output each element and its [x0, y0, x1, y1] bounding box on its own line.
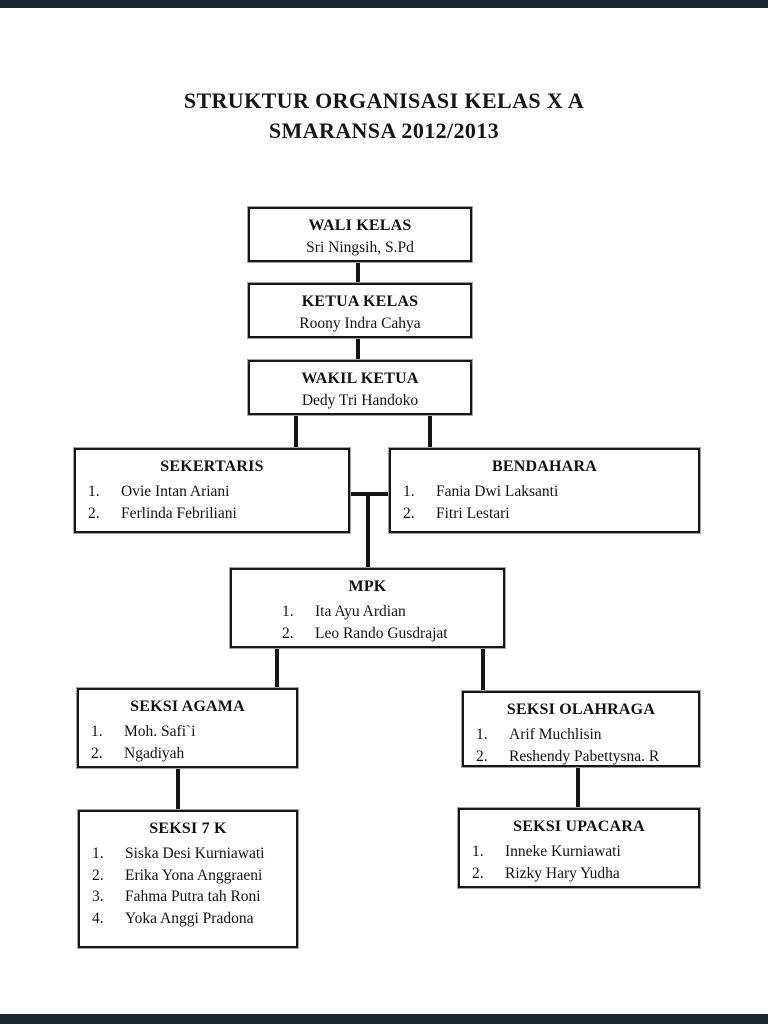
org-box-ketua-kelas: KETUA KELAS Roony Indra Cahya — [248, 283, 472, 338]
box-title: SEKSI 7 K — [149, 820, 227, 837]
member-item: 1. Ovie Intan Ariani — [88, 481, 348, 503]
member-number: 2. — [91, 744, 103, 762]
org-box-wali-kelas: WALI KELAS Sri Ningsih, S.Pd — [248, 207, 472, 262]
box-person: Dedy Tri Handoko — [301, 392, 419, 409]
member-name: Siska Desi Kurniawati — [125, 845, 265, 862]
member-name: Rizky Hary Yudha — [505, 864, 620, 882]
member-name: Arif Muchlisin — [509, 726, 602, 743]
box-title: SEKSI UPACARA — [513, 818, 645, 835]
connector-line — [428, 413, 432, 449]
box-title: SEKSI OLAHRAGA — [506, 701, 656, 718]
member-number: 2. — [92, 866, 104, 884]
member-item: 2. Ngadiyah — [91, 743, 296, 765]
org-box-seksi-olahraga: SEKSI OLAHRAGA 1. Arif Muchlisin 2. Resh… — [462, 691, 700, 767]
title-line-2: SMARANSA 2012/2013 — [268, 118, 500, 143]
member-number: 2. — [476, 747, 488, 765]
member-name: Ita Ayu Ardian — [315, 603, 406, 620]
connector-line — [356, 336, 360, 362]
member-item: 2. Erika Yona Anggraeni — [92, 865, 296, 887]
member-name: Ferlinda Febriliani — [121, 504, 237, 522]
member-number: 1. — [476, 726, 488, 743]
box-title: MPK — [348, 578, 387, 595]
connector-line — [356, 260, 360, 285]
member-item: 3. Fahma Putra tah Roni — [92, 886, 296, 908]
title-line-1: STRUKTUR ORGANISASI KELAS X A — [183, 88, 585, 113]
connector-line — [294, 413, 298, 449]
org-box-wakil-ketua: WAKIL KETUA Dedy Tri Handoko — [248, 360, 472, 415]
member-number: 2. — [403, 504, 415, 522]
box-title: WAKIL KETUA — [301, 370, 419, 387]
member-item: 4. Yoka Anggi Pradona — [92, 908, 296, 930]
member-number: 3. — [92, 888, 104, 905]
org-box-seksi-upacara: SEKSI UPACARA 1. Inneke Kurniawati 2. Ri… — [458, 808, 700, 888]
member-item: 2. Rizky Hary Yudha — [472, 863, 698, 885]
member-number: 1. — [91, 723, 103, 740]
connector-line — [481, 646, 485, 693]
member-number: 1. — [472, 843, 484, 860]
member-name: Ngadiyah — [124, 744, 185, 762]
member-name: Reshendy Pabettysna. R — [509, 747, 660, 765]
member-number: 1. — [92, 845, 104, 862]
org-box-sekertaris: SEKERTARIS 1. Ovie Intan Ariani 2. Ferli… — [74, 448, 350, 533]
connector-line — [176, 766, 180, 812]
box-title: BENDAHARA — [492, 458, 597, 475]
member-name: Yoka Anggi Pradona — [125, 909, 254, 927]
member-item: 2. Ferlinda Febriliani — [88, 503, 348, 525]
member-name: Inneke Kurniawati — [505, 843, 621, 860]
member-number: 1. — [403, 483, 415, 500]
member-name: Ovie Intan Ariani — [121, 483, 230, 500]
member-number: 2. — [282, 624, 294, 642]
box-title: WALI KELAS — [308, 217, 412, 234]
member-item: 1. Inneke Kurniawati — [472, 841, 698, 863]
member-item: 1. Ita Ayu Ardian — [282, 601, 503, 623]
viewer-bottom-bar — [0, 1014, 768, 1024]
box-title: SEKERTARIS — [160, 458, 264, 475]
member-number: 2. — [88, 504, 100, 522]
member-item: 1. Arif Muchlisin — [476, 724, 698, 746]
org-box-mpk: MPK 1. Ita Ayu Ardian 2. Leo Rando Gusdr… — [230, 568, 505, 648]
org-box-bendahara: BENDAHARA 1. Fania Dwi Laksanti 2. Fitri… — [389, 448, 700, 533]
org-box-seksi-agama: SEKSI AGAMA 1. Moh. Safi`i 2. Ngadiyah — [77, 688, 298, 768]
member-number: 1. — [282, 603, 294, 620]
member-item: 1. Siska Desi Kurniawati — [92, 843, 296, 865]
member-name: Moh. Safi`i — [124, 723, 196, 740]
member-item: 2. Reshendy Pabettysna. R — [476, 746, 698, 768]
box-person: Roony Indra Cahya — [299, 315, 421, 332]
member-item: 2. Fitri Lestari — [403, 503, 698, 525]
viewer-top-bar — [0, 0, 768, 8]
member-name: Fania Dwi Laksanti — [436, 483, 559, 500]
document-title: STRUKTUR ORGANISASI KELAS X A SMARANSA 2… — [0, 86, 768, 146]
member-number: 1. — [88, 483, 100, 500]
connector-line — [576, 765, 580, 810]
member-item: 2. Leo Rando Gusdrajat — [282, 623, 503, 645]
connector-line — [366, 492, 370, 570]
member-name: Fahma Putra tah Roni — [125, 888, 261, 905]
member-name: Leo Rando Gusdrajat — [315, 624, 448, 642]
connector-line — [275, 646, 279, 690]
connector-line — [348, 492, 392, 496]
box-title: KETUA KELAS — [301, 293, 419, 310]
box-title: SEKSI AGAMA — [130, 698, 245, 715]
member-number: 4. — [92, 909, 104, 927]
member-item: 1. Fania Dwi Laksanti — [403, 481, 698, 503]
member-item: 1. Moh. Safi`i — [91, 721, 296, 743]
member-number: 2. — [472, 864, 484, 882]
member-name: Erika Yona Anggraeni — [125, 866, 263, 884]
box-person: Sri Ningsih, S.Pd — [306, 239, 414, 256]
member-name: Fitri Lestari — [436, 504, 510, 522]
org-box-seksi-7k: SEKSI 7 K 1. Siska Desi Kurniawati 2. Er… — [78, 810, 298, 948]
